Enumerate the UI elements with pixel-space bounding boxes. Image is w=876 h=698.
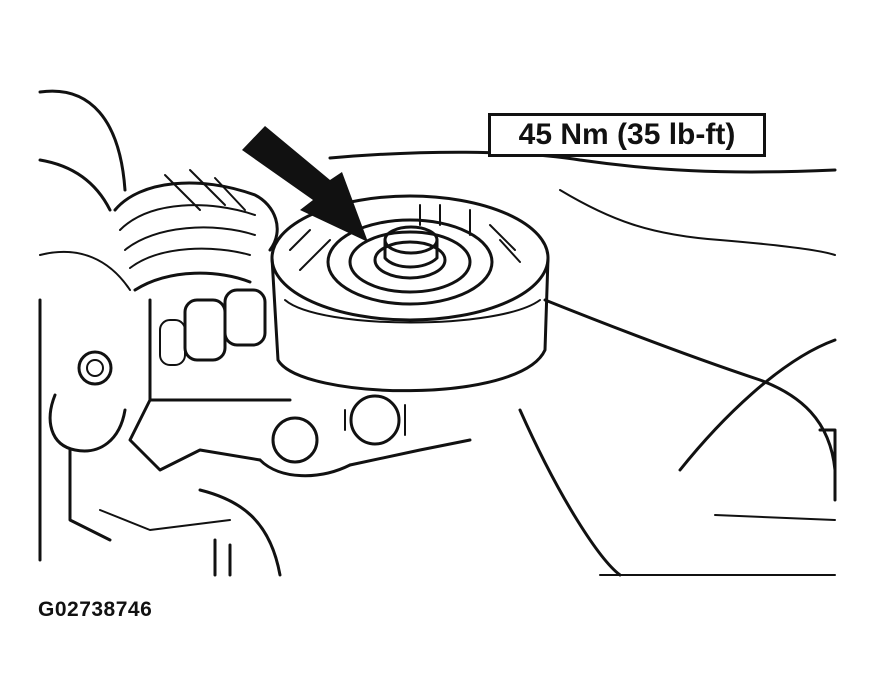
pointer-arrow-icon [242, 126, 368, 242]
idler-pulley [270, 194, 550, 393]
belt-assembly [113, 169, 292, 402]
engine-housing-left [38, 89, 231, 562]
pulley-bolt [373, 225, 447, 280]
torque-callout: 45 Nm (35 lb-ft) [488, 113, 766, 157]
figure-id: G02738746 [38, 598, 153, 621]
engine-housing-right [328, 150, 837, 577]
mounting-bracket [128, 394, 472, 577]
